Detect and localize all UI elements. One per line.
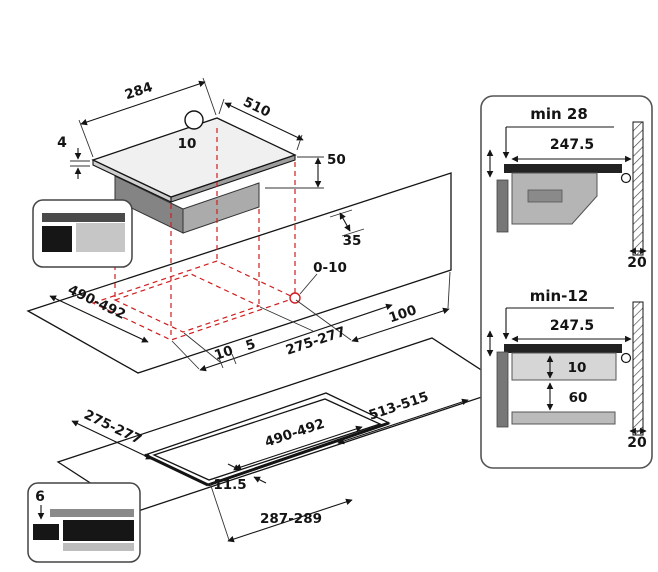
panel-cutout-width-label: 275-277: [81, 407, 144, 448]
worktop-plane: [26, 172, 452, 374]
installation-detail-panel: min 28 247.5 20 min-12 247.5: [480, 95, 653, 469]
gap-marker-circle: [289, 292, 301, 304]
inset-cabinet-section: [76, 223, 125, 252]
dim-35: 35: [329, 209, 365, 249]
detail-bottom-gap-circle: [620, 352, 632, 364]
detail-top-worktop-bar: [504, 164, 622, 173]
dim-287-289: 287-289: [209, 482, 353, 543]
detail-bottom-view: min-12 247.5 10 60 20: [486, 287, 647, 451]
detail-top-width-label: 247.5: [550, 137, 594, 153]
hob-footprint-dashed: [91, 260, 297, 341]
back-clearance-label: 35: [343, 233, 362, 249]
detail-bottom-clearance-label: 60: [569, 390, 588, 406]
inset-hob-section: [42, 226, 72, 252]
hob-width-label: 510: [241, 94, 273, 121]
panel-cutout-length-label: 490-492: [263, 416, 327, 451]
detail-top-wall-gap-label: 20: [627, 255, 647, 271]
inset2-hob-block: [63, 520, 134, 541]
hob-body-right-face: [182, 182, 260, 234]
dim-11-5: 11.5: [213, 463, 267, 493]
detail-bottom-worktop-bar: [504, 344, 622, 353]
hob-height-label: 50: [327, 152, 346, 168]
detail-top-gap-circle: [620, 172, 632, 184]
dim-0-10: 0-10: [299, 260, 347, 295]
inset-worktop-bar: [42, 213, 125, 222]
panel-outer-length-label: 513-515: [367, 389, 431, 424]
cutout-dashed: [113, 273, 261, 333]
right-clearance-label: 100: [387, 302, 419, 326]
detail-bottom-bracket: [496, 351, 509, 428]
detail-top-title: min 28: [530, 105, 588, 123]
detail-top-view: min 28 247.5 20: [486, 105, 647, 271]
detail-bottom-width-label: 247.5: [550, 318, 594, 334]
detail-bottom-title: min-12: [530, 287, 589, 305]
edge-detail-inset-top: [32, 199, 133, 268]
detail-bottom-hob-body: [511, 352, 617, 381]
detail-bottom-gap-label: 10: [568, 360, 587, 376]
offset-10-label: 10: [212, 343, 235, 364]
detail-top-hob-vent: [527, 189, 563, 203]
cutout-width-label: 275-277: [284, 324, 348, 359]
knob-circle: [184, 110, 204, 130]
panel-lip-label: 11.5: [213, 477, 246, 493]
hob-thickness-label: 4: [57, 135, 67, 151]
hob-top-label: 10: [178, 136, 197, 152]
inset2-left-block: [33, 524, 59, 540]
panel-outer-width-label: 287-289: [260, 511, 322, 527]
detail-bottom-shelf: [511, 411, 616, 425]
hob-depth-label: 284: [123, 79, 155, 103]
wall-section-bottom: [632, 301, 644, 436]
dim-50: 50: [265, 152, 346, 189]
dim-4: 4: [57, 135, 90, 179]
wall-section-top: [632, 121, 644, 256]
detail-bottom-wall-gap-label: 20: [627, 435, 647, 451]
edge-detail-inset-bottom: 6: [27, 482, 141, 563]
dim-490-492-worktop: 490-492: [49, 282, 149, 343]
dim-275-277-panel: 275-277: [71, 407, 153, 460]
inset-edge-label: 6: [35, 489, 45, 505]
inset2-worktop-bar: [50, 509, 134, 517]
detail-top-bracket: [496, 179, 509, 233]
worktop-cutout-dashed: [91, 260, 297, 341]
dim-chain-front: 10 5 275-277: [171, 303, 393, 372]
offset-5-label: 5: [244, 336, 258, 354]
edge-gap-label: 0-10: [313, 260, 347, 276]
inset2-cabinet-block: [63, 543, 134, 551]
